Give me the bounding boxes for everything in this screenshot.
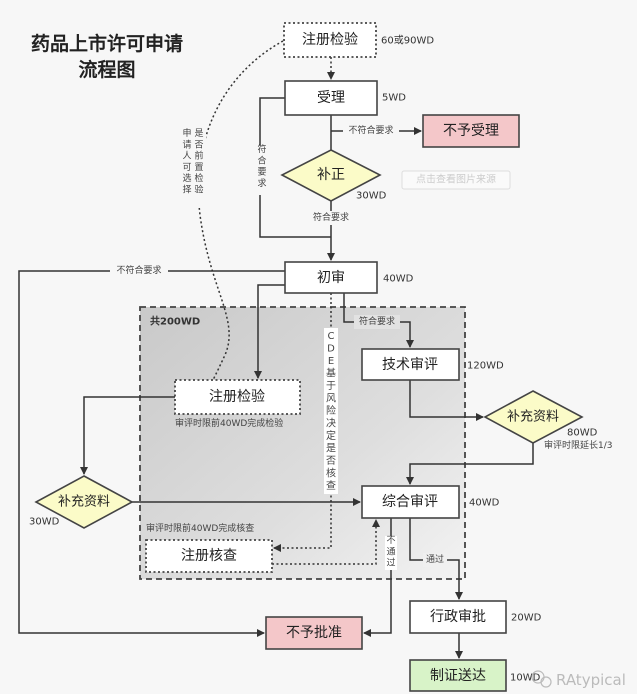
edge-test-to-supplement-left — [80, 396, 175, 475]
node-note: 审评时限前40WD完成核查 — [146, 522, 254, 534]
node-label: 补充资料 — [58, 494, 110, 510]
node-duration: 20WD — [511, 613, 542, 624]
node-duration: 30WD — [29, 517, 60, 528]
edge-label-applicant-option-col2: 是否前置检验 — [194, 128, 203, 195]
edge-label-not-meet-2: 不符合要求 — [116, 264, 161, 276]
watermark: RAtypical — [531, 670, 626, 689]
node-label: 制证送达 — [430, 668, 486, 684]
edge-supplement-to-comprehensive — [406, 443, 534, 485]
source-hint-label: 点击查看图片来源 — [416, 173, 496, 186]
node-accept: 受理 5WD — [284, 80, 406, 116]
edge-inspection-to-comprehensive — [272, 519, 380, 565]
node-label: 注册检验 — [302, 32, 358, 48]
node-duration: 10WD — [510, 673, 541, 684]
title-line2: 流程图 — [78, 58, 135, 81]
node-tech-review: 技术审评 120WD — [361, 348, 504, 381]
node-label: 不予批准 — [286, 625, 342, 641]
node-label: 综合审评 — [382, 494, 438, 510]
edge-label-fail: 不通过 — [386, 535, 395, 569]
node-label: 注册检验 — [209, 389, 265, 405]
source-hint-button[interactable]: 点击查看图片来源 — [401, 170, 511, 190]
node-supplement-left: 补充资料 30WD — [29, 475, 134, 529]
edge-label-meet-loop: 符合要求 — [257, 143, 266, 189]
node-admin-approval: 行政审批 20WD — [409, 600, 542, 634]
watermark-text: RAtypical — [556, 671, 626, 689]
node-note: 审评时限前40WD完成检验 — [175, 417, 283, 429]
node-duration: 80WD — [567, 428, 598, 439]
edge-label-meet-after-correction: 符合要求 — [313, 211, 349, 223]
node-reg-inspection: 审评时限前40WD完成核查 注册核查 — [145, 522, 273, 573]
edge-label-pass: 通过 — [426, 553, 444, 565]
edge-tech-to-supplement — [409, 380, 484, 421]
node-label: 补充资料 — [507, 409, 559, 425]
edge-optional-test — [197, 40, 284, 381]
node-duration: 40WD — [383, 274, 414, 285]
node-reject-accept: 不予受理 — [422, 114, 520, 148]
node-reg-test-top: 注册检验 60或90WD — [283, 22, 434, 58]
node-label: 受理 — [317, 90, 345, 106]
node-reg-test-inner: 注册检验 审评时限前40WD完成检验 — [174, 379, 301, 429]
node-comprehensive-review: 综合审评 40WD — [361, 485, 500, 519]
node-label: 技术审评 — [382, 357, 438, 373]
node-label: 行政审批 — [430, 609, 486, 625]
node-label: 不予受理 — [443, 123, 499, 139]
edge-label-meet-to-tech: 符合要求 — [359, 315, 395, 327]
node-reject-approval: 不予批准 — [265, 616, 363, 650]
review-area — [139, 306, 466, 580]
review-area-label: 共200WD — [150, 315, 200, 328]
edge-label-not-meet-1: 不符合要求 — [348, 124, 393, 136]
node-correction: 补正 30WD — [280, 149, 387, 202]
node-duration: 30WD — [356, 191, 387, 202]
node-duration: 60或90WD — [381, 35, 434, 47]
node-label: 初审 — [317, 269, 345, 286]
node-label: 补正 — [317, 167, 345, 183]
node-supplement-right: 补充资料 80WD 审评时限延长1/3 — [483, 390, 613, 451]
edge-cde-decision — [273, 293, 332, 552]
node-label: 注册核查 — [181, 548, 237, 564]
node-initial-review: 初审 40WD — [284, 261, 414, 294]
edge-initial-to-test — [254, 284, 285, 379]
node-duration: 5WD — [382, 93, 406, 104]
node-duration: 120WD — [467, 361, 504, 372]
title-line1: 药品上市许可申请 — [31, 32, 183, 55]
node-certificate: 制证送达 10WD — [409, 659, 541, 692]
node-note: 审评时限延长1/3 — [544, 439, 613, 451]
node-duration: 40WD — [469, 498, 500, 509]
edge-label-applicant-option-col1: 申请人可选择 — [182, 127, 191, 195]
